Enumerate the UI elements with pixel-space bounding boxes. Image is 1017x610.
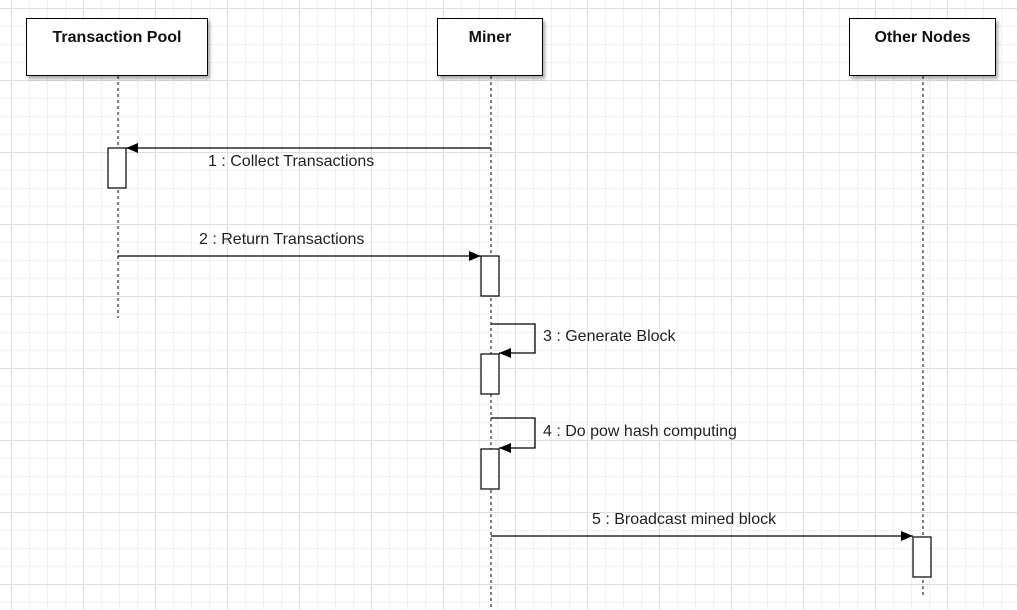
participant-transaction-pool[interactable]: Transaction Pool: [26, 18, 208, 76]
participant-other-nodes[interactable]: Other Nodes: [849, 18, 996, 76]
message-label-return: 2 : Return Transactions: [199, 231, 365, 248]
message-label-broadcast: 5 : Broadcast mined block: [592, 511, 777, 528]
message-label-collect: 1 : Collect Transactions: [208, 153, 375, 170]
message-arrow-generate: [491, 323, 536, 358]
activation-box-pool: [107, 147, 127, 189]
participant-miner[interactable]: Miner: [437, 18, 543, 76]
message-label-generate: 3 : Generate Block: [543, 328, 676, 345]
activation-box-other-nodes: [912, 536, 932, 578]
message-label-pow: 4 : Do pow hash computing: [543, 423, 737, 440]
message-arrow-pow: [491, 417, 536, 453]
activation-box-miner-pow: [480, 448, 500, 490]
activation-box-miner-generate: [480, 353, 500, 395]
activation-box-miner-return: [480, 255, 500, 297]
